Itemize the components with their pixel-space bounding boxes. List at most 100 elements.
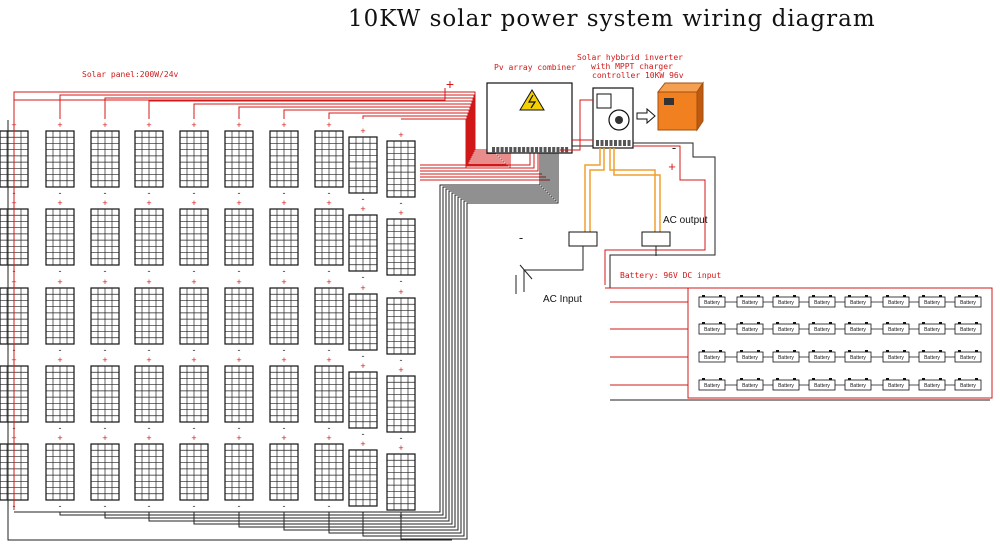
solar-panel: +- [386,443,416,521]
panel-minus-sign: - [328,188,331,198]
panel-plus-sign: + [191,198,196,208]
panel-plus-sign: + [236,198,241,208]
solar-panel: +- [90,277,120,355]
battery-terminal [829,322,832,324]
panel-minus-sign: - [283,266,286,276]
combiner-terminal [547,147,551,153]
panel-minus-sign: - [400,276,403,286]
battery-cell: Battery [882,295,919,308]
solar-panel-array: +-+-+-+-+-+-+-+-+-+-+-+-+-+-+-+-+-+-+-+-… [0,120,416,521]
positive-wire [560,99,593,151]
battery-terminal [719,350,722,352]
battery-terminal [958,378,961,380]
battery-terminal [939,322,942,324]
solar-panel: +- [134,433,164,511]
panel-plus-sign: + [326,198,331,208]
battery-terminal [812,295,815,297]
combiner-terminal [509,147,513,153]
battery-cell-label: Battery [850,327,866,333]
battery-cell-label: Battery [924,383,940,389]
panel-plus-sign: + [102,433,107,443]
battery-terminal [757,378,760,380]
panel-minus-sign: - [238,345,241,355]
battery-terminal [702,378,705,380]
battery-cell: Battery [772,378,809,391]
battery-cell-label: Battery [850,300,866,306]
battery-terminal [903,295,906,297]
solar-panel: +- [386,208,416,286]
panel-minus-sign: - [148,423,151,433]
battery-cell: Battery [698,350,737,363]
panel-minus-sign: - [193,266,196,276]
inverter-terminal [609,140,613,146]
solar-panel: +- [314,120,344,198]
hybrid-inverter [592,87,634,149]
panel-minus-sign: - [362,351,365,361]
combiner-terminal [556,147,560,153]
inverter-terminal [600,140,604,146]
battery-terminal [922,350,925,352]
solar-panel: +- [45,120,75,198]
panel-plus-sign: + [102,355,107,365]
panel-plus-sign: + [398,130,403,140]
panel-minus-sign: - [362,272,365,282]
inverter-side [696,81,704,132]
battery-terminal [740,378,743,380]
panel-plus-sign: + [191,433,196,443]
panel-plus-sign: + [236,433,241,443]
inverter-terminal [596,140,599,146]
battery-terminal [865,350,868,352]
panel-plus-sign: + [57,277,62,287]
panel-plus-sign: + [360,204,365,214]
inverter-product-image [656,81,704,132]
panel-plus-sign: + [281,355,286,365]
positive-wire [420,153,531,166]
battery-cell: Battery [736,322,773,335]
battery-cell: Battery [808,378,845,391]
ac-wire [589,148,605,232]
negative-wire [400,153,559,540]
battery-terminal [922,295,925,297]
panel-minus-sign: - [238,501,241,511]
panel-plus-sign: + [236,120,241,130]
battery-terminal [975,322,978,324]
panel-plus-sign: + [281,198,286,208]
battery-terminal [719,322,722,324]
solar-panel: +- [348,283,378,361]
panel-minus-sign: - [400,355,403,365]
battery-terminal [848,378,851,380]
combiner-terminal [535,147,538,153]
battery-terminal [812,322,815,324]
panel-plus-sign: + [360,439,365,449]
positive-wire [14,88,446,101]
solar-panel: +- [348,361,378,439]
panel-plus-sign: + [236,355,241,365]
battery-cell-label: Battery [814,383,830,389]
battery-terminal [702,350,705,352]
panel-minus-sign: - [238,266,241,276]
solar-panel: +- [224,198,254,276]
battery-terminal [757,350,760,352]
panel-plus-sign: + [326,277,331,287]
solar-panel: +- [269,198,299,276]
battery-cell-label: Battery [742,355,758,361]
panel-minus-sign: - [148,501,151,511]
panel-minus-sign: - [193,188,196,198]
positive-wire [104,97,497,155]
lightning-bolt-icon [527,94,537,109]
battery-cell: Battery [882,378,919,391]
combiner-terminal [522,147,526,153]
battery-terminal [939,378,942,380]
battery-cell: Battery [954,378,982,391]
solar-panel: +- [269,355,299,433]
battery-cell-label: Battery [924,355,940,361]
battery-cell-label: Battery [960,300,976,306]
battery-cell: Battery [954,322,982,335]
panel-plus-sign: + [57,355,62,365]
panel-plus-sign: + [236,277,241,287]
ac-wire [584,148,601,232]
combiner-terminal [539,147,543,153]
panel-plus-sign: + [281,433,286,443]
battery-cell: Battery [736,295,773,308]
